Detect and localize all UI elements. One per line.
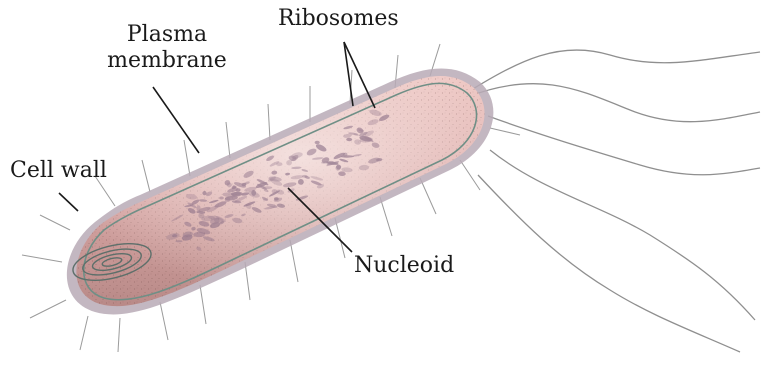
flagella: [468, 50, 760, 352]
pilus: [380, 197, 392, 236]
pilus: [226, 122, 230, 158]
label-ribosomes: Ribosomes: [278, 6, 399, 32]
pilus: [200, 285, 206, 324]
pilus: [118, 318, 120, 352]
label-plasma-membrane: Plasma membrane: [107, 22, 227, 74]
leader-plasma-membrane: [153, 87, 199, 153]
label-nucleoid: Nucleoid: [354, 253, 454, 279]
label-plasma-line-1: Plasma: [107, 22, 227, 48]
pilus: [460, 160, 480, 190]
pilus: [245, 262, 250, 300]
pilus: [30, 300, 66, 318]
pilus: [40, 215, 70, 230]
pilus: [420, 178, 436, 214]
label-plasma-line-2: membrane: [107, 48, 227, 74]
leader-cell-wall: [59, 193, 78, 211]
pilus: [290, 240, 298, 282]
pilus: [490, 128, 520, 135]
pilus: [184, 140, 190, 176]
label-cell-wall: Cell wall: [10, 158, 107, 184]
pilus: [142, 160, 150, 192]
pilus: [80, 316, 88, 350]
pilus: [160, 302, 168, 340]
pilus: [268, 104, 270, 140]
pilus: [22, 255, 62, 262]
